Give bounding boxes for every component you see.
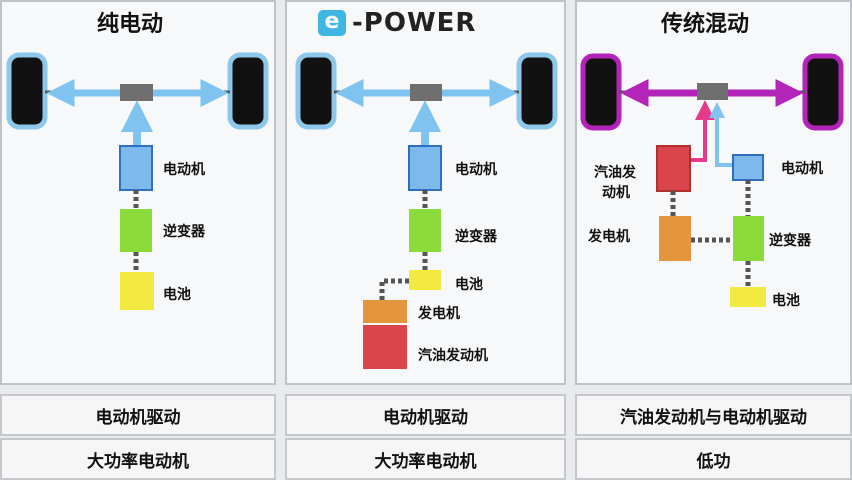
motor-label: 电动机 <box>163 162 205 178</box>
inverter-block <box>733 216 764 261</box>
hybrid-title: 传统混动 <box>661 12 750 37</box>
engine-label: 汽油发动机 <box>418 348 488 364</box>
right-wheel <box>802 53 844 131</box>
generator-block <box>363 300 407 323</box>
engine-flow-arrow <box>690 100 715 162</box>
motor-block <box>119 145 153 191</box>
gearbox <box>410 84 442 101</box>
engine-block <box>656 145 691 192</box>
inverter-label: 逆变器 <box>455 229 497 245</box>
epower-logo-mark: e <box>318 10 346 36</box>
pure-electric-title: 纯电动 <box>97 12 164 37</box>
generator-block <box>659 216 691 261</box>
battery-label: 电池 <box>772 293 800 309</box>
inverter-block <box>120 209 152 252</box>
drive-type-cell: 电动机驱动 <box>0 394 276 436</box>
pure-electric-diagram <box>6 52 269 310</box>
inverter-block <box>409 209 441 252</box>
battery-label: 电池 <box>455 277 483 293</box>
left-wheel <box>580 53 622 131</box>
gearbox <box>120 84 153 101</box>
battery-block <box>730 287 766 307</box>
battery-block <box>409 270 441 290</box>
inverter-label: 逆变器 <box>163 224 205 240</box>
gearbox <box>697 83 728 100</box>
epower-diagram <box>295 52 558 369</box>
engine-block <box>363 325 407 369</box>
generator-label: 发电机 <box>588 229 630 245</box>
motor-label: 电动机 <box>455 162 497 178</box>
motor-label: 电动机 <box>781 161 823 177</box>
generator-label: 发电机 <box>418 306 460 322</box>
battery-label: 电池 <box>163 287 191 303</box>
right-wheel <box>516 52 558 130</box>
motor-flow-arrow <box>709 102 733 167</box>
inverter-label: 逆变器 <box>769 233 811 249</box>
engine-label-line1: 汽油发 <box>594 165 636 181</box>
drive-type-cell: 电动机驱动 <box>285 394 566 436</box>
epower-logo-text: -POWER <box>352 8 477 38</box>
hybrid-diagram <box>580 53 844 307</box>
motor-block <box>408 145 442 191</box>
motor-type-cell: 大功率电动机 <box>0 438 276 480</box>
engine-label-line2: 动机 <box>602 185 630 201</box>
left-wheel <box>295 52 337 130</box>
drive-type-cell: 汽油发动机与电动机驱动 <box>575 394 852 436</box>
motor-block <box>732 154 764 181</box>
right-wheel <box>227 52 269 130</box>
motor-type-cell: 低功 <box>575 438 852 480</box>
left-wheel <box>6 52 48 130</box>
battery-block <box>120 272 154 310</box>
motor-type-cell: 大功率电动机 <box>285 438 566 480</box>
